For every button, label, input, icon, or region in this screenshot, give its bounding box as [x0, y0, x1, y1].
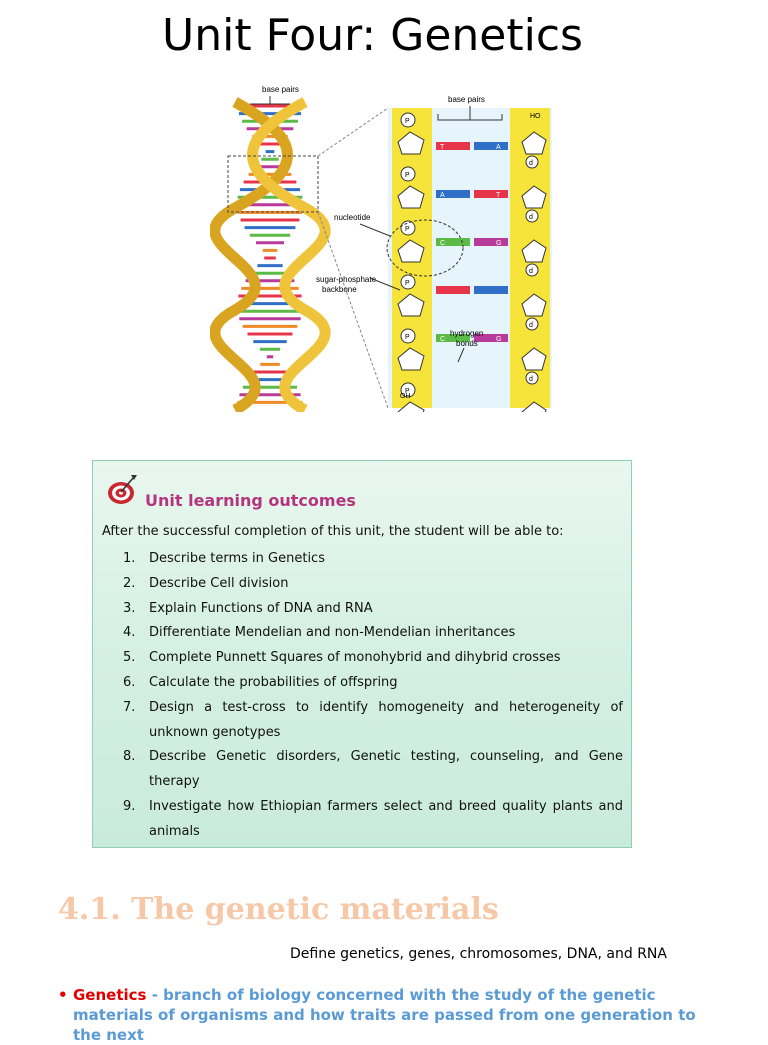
phosphate-label: P — [405, 172, 410, 179]
base-left — [436, 190, 470, 198]
genetics-definition-text: - branch of biology concerned with the s… — [73, 986, 696, 1044]
outcomes-list: 1.Describe terms in Genetics 2.Describe … — [123, 547, 623, 845]
sugar-phosphate-label: sugar-phosphate — [316, 275, 377, 284]
phosphate-group — [400, 112, 416, 128]
target-icon — [108, 475, 137, 504]
base-pairs-label-left: base pairs — [262, 85, 299, 94]
sugar-pentagon — [521, 347, 547, 371]
outcomes-heading: Unit learning outcomes — [145, 491, 356, 510]
sugar-pentagon — [521, 239, 547, 263]
base-letter: A — [496, 144, 501, 151]
sugar-pentagon — [521, 131, 547, 155]
sugar-pentagon — [521, 293, 547, 317]
sugar-pentagon — [397, 131, 425, 155]
deoxyribose-label: d — [529, 214, 533, 221]
base-right — [474, 286, 508, 294]
deoxyribose-marker — [525, 263, 539, 277]
list-item: 9.Investigate how Ethiopian farmers sele… — [123, 798, 623, 839]
phosphate-group — [400, 166, 416, 182]
base-letter: T — [440, 144, 445, 151]
base-right — [474, 334, 508, 342]
sugar-pentagon — [397, 293, 425, 317]
base-left — [436, 334, 470, 342]
oh-label: OH — [400, 393, 411, 400]
genetics-term: Genetics — [73, 986, 147, 1004]
base-letter: G — [496, 240, 501, 247]
sugar-pentagon — [397, 347, 425, 371]
deoxyribose-marker — [525, 155, 539, 169]
sugar-pentagon — [521, 185, 547, 209]
list-item: 5.Complete Punnett Squares of monohybrid… — [123, 650, 561, 666]
phosphate-label: P — [405, 280, 410, 287]
phosphate-group — [400, 328, 416, 344]
base-letter: T — [496, 192, 501, 199]
outcomes-intro: After the successful completion of this … — [102, 524, 564, 539]
base-pairs-label-right: base pairs — [448, 95, 485, 104]
list-item: 6. Calculate the probabilities of offspr… — [123, 674, 398, 690]
phosphate-group — [400, 382, 416, 398]
list-item: 8.Describe Genetic disorders, Genetic te… — [123, 749, 623, 790]
base-letter: C — [440, 336, 445, 343]
base-letter: G — [496, 336, 501, 343]
base-right — [474, 238, 508, 246]
base-right — [474, 142, 508, 150]
sugar-pentagon — [397, 239, 425, 263]
deoxyribose-marker — [525, 209, 539, 223]
genetics-definition: • Genetics - branch of biology concerned… — [58, 985, 718, 1045]
page-title: Unit Four: Genetics — [162, 10, 583, 61]
base-letter: C — [440, 240, 445, 247]
list-item: 2.Describe Cell division — [123, 575, 289, 591]
phosphate-label: P — [405, 226, 410, 233]
phosphate-label: P — [405, 388, 410, 395]
bullet-marker: • — [58, 986, 68, 1004]
deoxyribose-label: d — [529, 160, 533, 167]
deoxyribose-marker — [525, 317, 539, 331]
deoxyribose-marker — [525, 371, 539, 385]
base-left — [436, 142, 470, 150]
bonds-label: bonds — [456, 339, 478, 348]
backbone-label: backbone — [322, 285, 357, 294]
sugar-pentagon — [397, 185, 425, 209]
list-item: 7.Design a test-cross to identify homoge… — [123, 699, 623, 740]
define-prompt: Define genetics, genes, chromosomes, DNA… — [290, 946, 667, 962]
deoxyribose-label: d — [529, 268, 533, 275]
learning-outcomes-box: Unit learning outcomes After the success… — [84, 452, 640, 856]
list-item: 1.Describe terms in Genetics — [123, 551, 325, 566]
hydrogen-label: hydrogen — [450, 329, 483, 338]
phosphate-label: P — [405, 118, 410, 125]
ho-label: HO — [530, 113, 541, 120]
section-heading: 4.1. The genetic materials — [58, 892, 499, 927]
base-right — [474, 190, 508, 198]
base-letter: A — [440, 192, 445, 199]
list-item: 3.Explain Functions of DNA and RNA — [123, 600, 373, 616]
learning-outcomes-panel: Unit learning outcomes After the success… — [92, 460, 632, 848]
phosphate-group — [400, 274, 416, 290]
nucleotide-label: nucleotide — [334, 213, 371, 222]
deoxyribose-label: d — [529, 376, 533, 383]
phosphate-label: P — [405, 334, 410, 341]
base-left — [436, 238, 470, 246]
list-item: 4.Differentiate Mendelian and non-Mendel… — [123, 625, 516, 641]
base-left — [436, 286, 470, 294]
deoxyribose-label: d — [529, 322, 533, 329]
